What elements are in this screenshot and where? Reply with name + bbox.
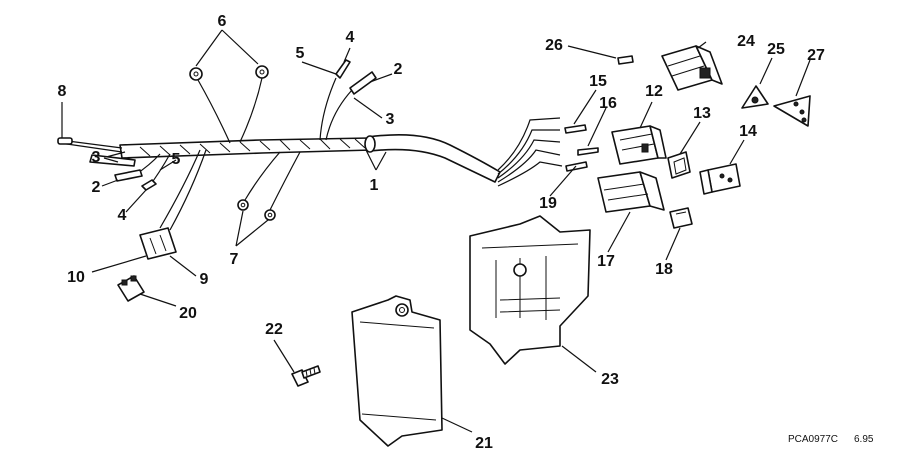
terminal-pins	[564, 55, 634, 172]
callout-21: 21	[475, 435, 493, 452]
callout-2-left: 2	[92, 179, 101, 196]
callout-10: 10	[67, 269, 85, 286]
callout-24: 24	[737, 33, 755, 50]
seal-25	[741, 85, 769, 109]
callout-labels: 6 5 4 2 3 8 3 5 2 4 1 7 10 9 20 26 24 25…	[58, 13, 825, 452]
callout-26: 26	[545, 37, 563, 54]
drawing-code: PCA0977C	[788, 434, 838, 445]
callout-2-top: 2	[394, 61, 403, 78]
callout-22: 22	[265, 321, 283, 338]
callout-7: 7	[230, 251, 239, 268]
ring-terminals-6	[189, 65, 269, 81]
callout-5-top: 5	[296, 45, 305, 62]
callout-3-top: 3	[386, 111, 395, 128]
callout-14: 14	[739, 123, 757, 140]
connector-9-10	[139, 227, 177, 260]
callout-4-top: 4	[346, 29, 355, 46]
leader-lines	[61, 29, 811, 433]
callout-12: 12	[645, 83, 663, 100]
callout-19: 19	[539, 195, 557, 212]
wedge-27	[773, 95, 811, 127]
connector-12	[611, 125, 667, 165]
callout-3-left: 3	[92, 149, 101, 166]
callout-4-left: 4	[118, 207, 127, 224]
fuse-20	[117, 275, 145, 302]
callout-20: 20	[179, 305, 197, 322]
cover-21	[351, 295, 443, 447]
callout-5-left: 5	[172, 151, 181, 168]
connector-17	[597, 171, 665, 213]
callout-23: 23	[601, 371, 619, 388]
callout-17: 17	[597, 253, 615, 270]
callout-25: 25	[767, 41, 785, 58]
seal-13	[667, 151, 691, 179]
callout-8: 8	[58, 83, 67, 100]
callout-6: 6	[218, 13, 227, 30]
drawing-date: 6.95	[854, 434, 874, 445]
screw-22	[291, 365, 321, 387]
callout-27: 27	[807, 47, 825, 64]
callout-15: 15	[589, 73, 607, 90]
connector-24	[661, 45, 723, 91]
bracket-23	[469, 215, 591, 365]
callout-18: 18	[655, 261, 673, 278]
clip-18	[669, 207, 693, 229]
callout-1: 1	[370, 177, 379, 194]
ring-terminals-7	[237, 199, 276, 221]
wire-harness	[57, 59, 563, 231]
wedge-14	[699, 163, 741, 195]
callout-13: 13	[693, 105, 711, 122]
callout-9: 9	[200, 271, 209, 288]
callout-16: 16	[599, 95, 617, 112]
